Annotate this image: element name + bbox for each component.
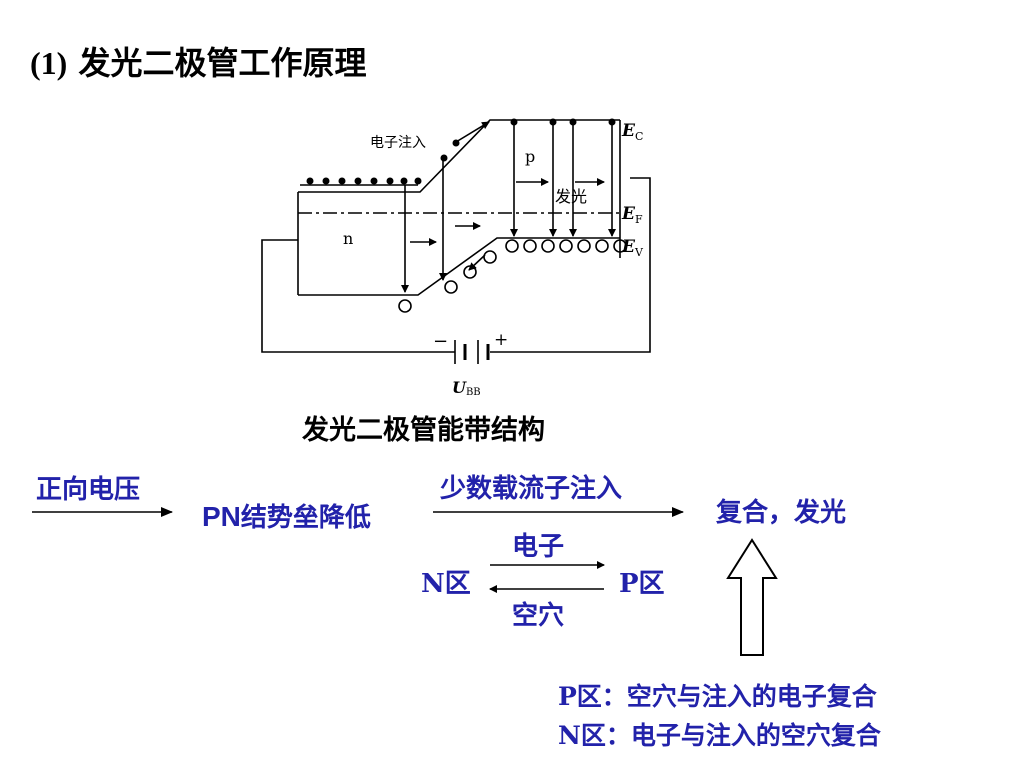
electron [386, 177, 394, 185]
electron [354, 177, 362, 185]
circuit-wire-right [490, 177, 651, 353]
label-battery: UBB [452, 378, 481, 398]
electron [452, 139, 460, 147]
electron [338, 177, 346, 185]
electron [440, 154, 448, 162]
electron [400, 177, 408, 185]
hole [613, 239, 627, 253]
hole [595, 239, 609, 253]
electron-label: 电子 [512, 532, 565, 562]
hole [523, 239, 537, 253]
electron [370, 177, 378, 185]
label-electron-injection: 电子注入 [370, 135, 426, 151]
electron [414, 177, 422, 185]
hole [444, 280, 458, 294]
result-label: 复合，发光 [716, 498, 847, 528]
title-number: (1) [30, 45, 68, 81]
figure-caption: 发光二极管能带结构 [302, 415, 545, 446]
label-p: p [525, 147, 535, 166]
page-title: (1) 发光二极管工作原理 [30, 38, 366, 84]
electron [306, 177, 314, 185]
hole-label: 空穴 [512, 601, 565, 631]
label-ec: EC [621, 121, 643, 143]
conduction-band [298, 119, 620, 193]
hollow-up-arrow [726, 538, 778, 656]
electron [510, 118, 518, 126]
electron [549, 118, 557, 126]
pn-text: 结势垒降低 [240, 503, 371, 533]
hole [541, 239, 555, 253]
minority-injection-label: 少数载流子注入 [440, 474, 623, 504]
label-n: n [343, 229, 353, 248]
forward-voltage-label: 正向电压 [36, 475, 141, 505]
hole [577, 239, 591, 253]
label-minus: − [433, 331, 448, 352]
note-n-region: N区：电子与注入的空穴复合 [558, 721, 881, 750]
label-ef: EF [621, 204, 643, 226]
electron [569, 118, 577, 126]
pn-latin: PN [202, 501, 241, 532]
label-ev: EV [621, 237, 644, 259]
injection-arrow [455, 121, 490, 143]
hole [559, 239, 573, 253]
hole-arrow [468, 254, 486, 271]
hole [398, 299, 412, 313]
label-plus: + [494, 330, 508, 350]
title-text: 发光二极管工作原理 [67, 44, 367, 82]
electron [322, 177, 330, 185]
label-emission: 发光 [555, 187, 587, 206]
p-region-label: P区 [619, 569, 665, 599]
pn-barrier-label: PN结势垒降低 [202, 497, 371, 534]
note-p-region: P区：空穴与注入的电子复合 [558, 682, 877, 711]
hole [505, 239, 519, 253]
hole [483, 250, 497, 264]
valence-band [298, 237, 620, 296]
n-region-label: N区 [421, 569, 471, 599]
electron [608, 118, 616, 126]
circuit-wire [261, 239, 455, 353]
hole [463, 265, 477, 279]
